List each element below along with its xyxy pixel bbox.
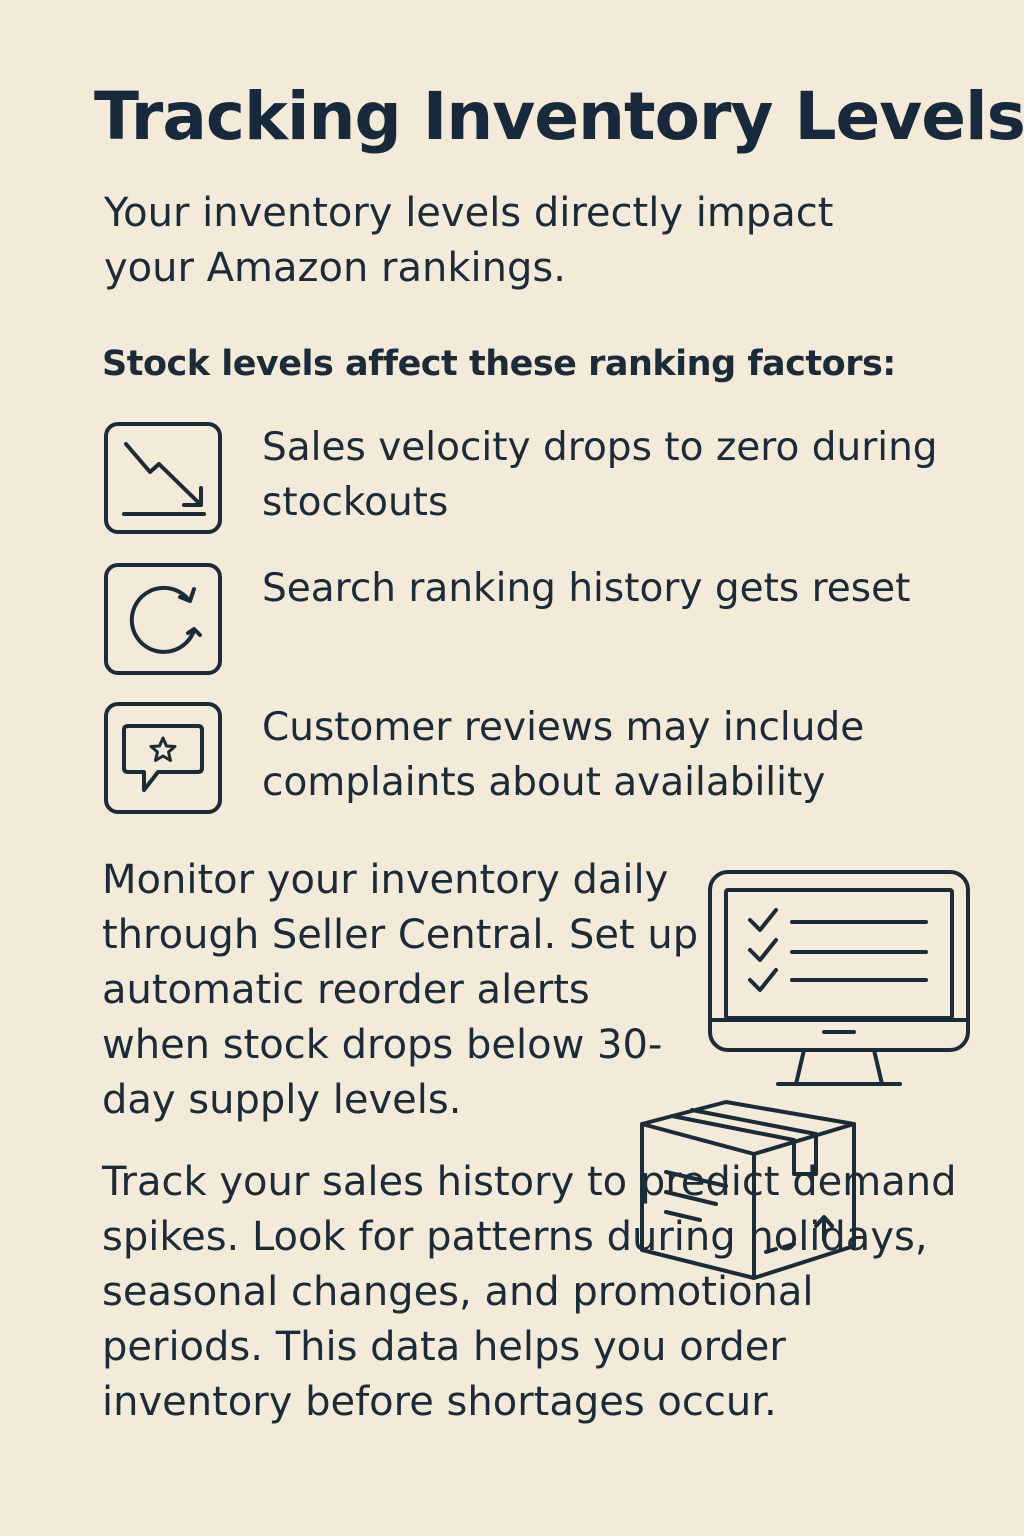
review-star-bubble-icon	[104, 702, 222, 814]
monitor-paragraph: Monitor your inventory daily through Sel…	[102, 857, 699, 1123]
factor-text: Customer reviews may include complaints …	[262, 705, 865, 805]
track-paragraph: Track your sales history to predict dema…	[102, 1159, 957, 1425]
page-title: Tracking Inventory Levels	[94, 78, 1024, 155]
shipping-box-icon	[640, 1100, 856, 1280]
factor-text: Sales velocity drops to zero during stoc…	[262, 425, 938, 525]
refresh-cycle-icon	[104, 563, 222, 675]
factor-text: Search ranking history gets reset	[262, 566, 911, 611]
checklist-monitor-icon	[708, 870, 970, 1086]
intro-text: Your inventory levels directly impact yo…	[104, 190, 834, 291]
trending-down-chart-icon	[104, 422, 222, 534]
factors-heading: Stock levels affect these ranking factor…	[102, 344, 896, 384]
